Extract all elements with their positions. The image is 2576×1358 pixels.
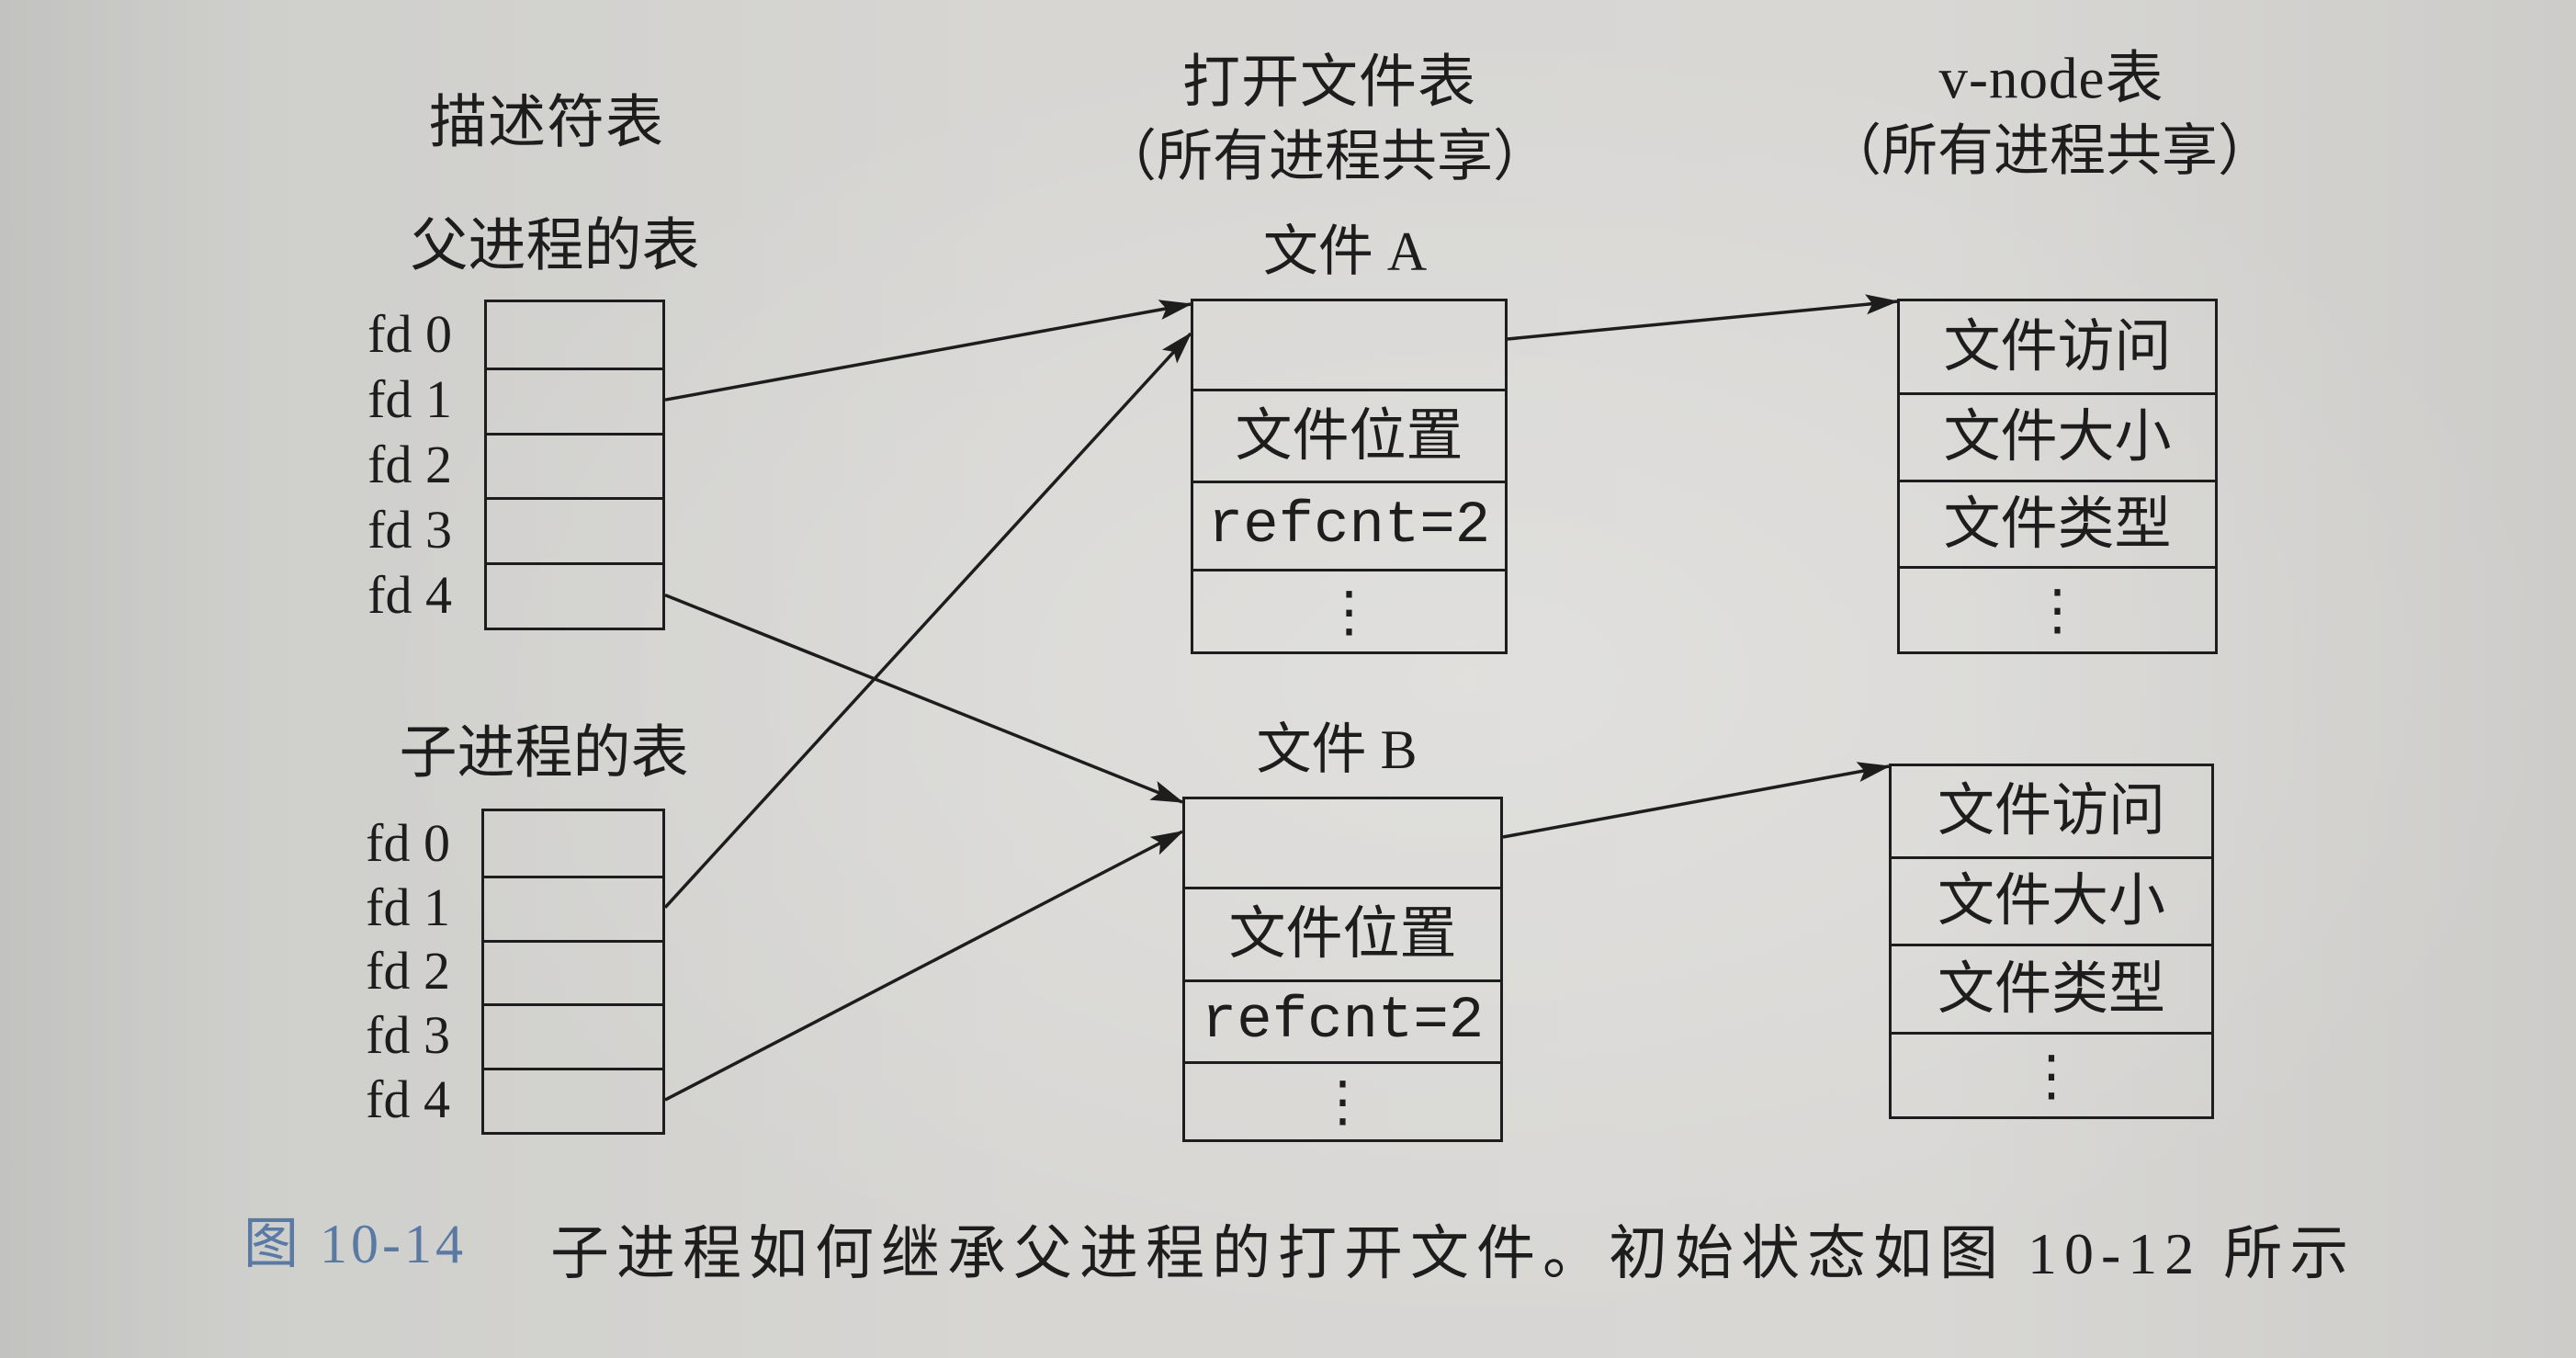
fd-entry (487, 367, 662, 433)
fd-label: fd 1 (367, 369, 452, 430)
vnode-a-entry: 文件访问 文件大小 文件类型 ⋮ (1897, 299, 2218, 654)
fd-entry (484, 811, 662, 876)
file-size-cell: 文件大小 (1892, 856, 2211, 944)
file-position-cell: 文件位置 (1193, 389, 1505, 481)
open-file-table-shared-note: （所有进程共享） (1100, 126, 1550, 188)
file-access-cell: 文件访问 (1937, 780, 2165, 843)
fd-label: fd 4 (366, 1069, 450, 1130)
open-file-b-title: 文件 B (1256, 719, 1418, 780)
refcnt-cell: refcnt=2 (1185, 979, 1500, 1061)
fd-label: fd 0 (367, 304, 452, 365)
fd-label: fd 3 (367, 499, 452, 560)
arrow-open-file-b-to-vnode-b (1502, 762, 1891, 839)
arrow-open-file-a-to-vnode-a (1507, 294, 1899, 341)
child-fd-table (481, 809, 665, 1135)
open-file-table-heading: 打开文件表 (1182, 50, 1476, 115)
vnode-table-heading: v-node表 (1938, 46, 2164, 111)
figure-number: 图 10-14 (243, 1214, 467, 1274)
parent-fd-labels: fd 0 fd 1 fd 2 fd 3 fd 4 (323, 300, 452, 630)
file-type-cell: 文件类型 (1900, 480, 2215, 566)
arrow-child-fd-4-to-open-file-b (664, 830, 1184, 1102)
ellipsis-cell: ⋮ (1900, 566, 2215, 651)
fd-label: fd 2 (366, 941, 450, 1002)
fd-entry (487, 562, 662, 628)
parent-fd-table (484, 300, 665, 630)
vnode-b-entry: 文件访问 文件大小 文件类型 ⋮ (1889, 764, 2214, 1119)
fd-entry (487, 432, 662, 498)
fd-entry (484, 1068, 662, 1132)
open-file-blank-cell (1185, 799, 1500, 887)
descriptor-table-heading: 描述符表 (429, 90, 664, 155)
child-fd-labels: fd 0 fd 1 fd 2 fd 3 fd 4 (322, 809, 450, 1135)
ellipsis-cell: ⋮ (1193, 569, 1505, 651)
fd-entry (484, 939, 662, 1004)
open-file-b-entry: 文件位置 refcnt=2 ⋮ (1182, 797, 1503, 1142)
open-file-blank-cell (1193, 301, 1505, 389)
fd-entry (484, 1003, 662, 1068)
fd-label: fd 1 (366, 877, 450, 937)
figure-caption-text: 子进程如何继承父进程的打开文件。初始状态如图 10-12 所示 (550, 1221, 2356, 1286)
file-size-cell: 文件大小 (1900, 392, 2215, 480)
fd-entry (484, 875, 662, 940)
refcnt-cell: refcnt=2 (1193, 481, 1505, 569)
fd-label: fd 3 (366, 1005, 450, 1066)
arrow-parent-fd-1-to-open-file-a (664, 300, 1192, 402)
open-file-a-title: 文件 A (1262, 221, 1428, 282)
ellipsis-cell: ⋮ (1185, 1061, 1500, 1139)
arrow-child-fd-1-to-open-file-a (663, 332, 1192, 909)
fd-label: fd 4 (367, 564, 452, 625)
file-position-cell: 文件位置 (1185, 887, 1500, 979)
file-access-cell: 文件访问 (1943, 315, 2172, 379)
parent-table-title: 父进程的表 (410, 213, 700, 278)
fd-entry (487, 497, 662, 562)
open-file-a-entry: 文件位置 refcnt=2 ⋮ (1191, 299, 1508, 654)
arrow-parent-fd-4-to-open-file-b (664, 593, 1184, 804)
fd-label: fd 0 (366, 812, 450, 873)
file-type-cell: 文件类型 (1892, 944, 2211, 1032)
child-table-title: 子进程的表 (399, 720, 689, 786)
fd-label: fd 2 (367, 434, 452, 494)
fd-entry (487, 302, 662, 368)
vnode-table-shared-note: （所有进程共享） (1825, 120, 2275, 183)
ellipsis-cell: ⋮ (1892, 1032, 2211, 1116)
